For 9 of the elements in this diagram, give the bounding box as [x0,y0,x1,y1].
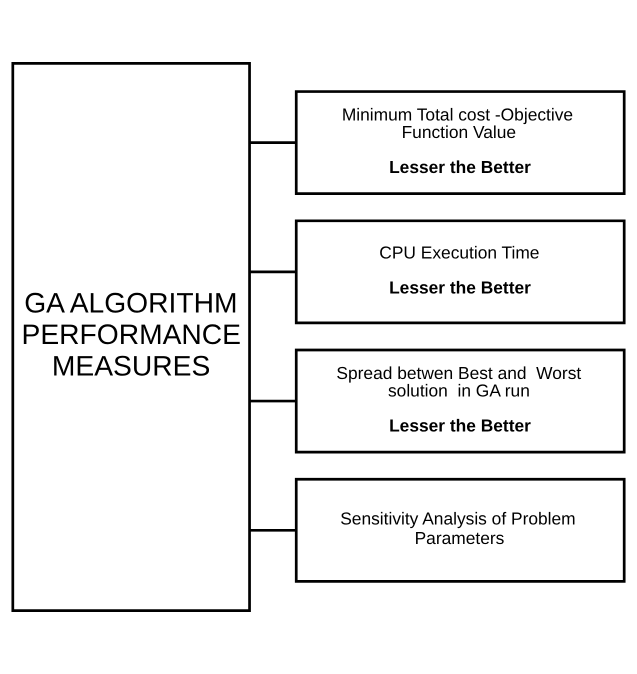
connector [250,528,296,532]
connector [250,141,296,144]
connector [250,270,296,274]
node-box: Sensitivity Analysis of Problem Parameters [294,478,626,583]
connector [250,400,296,402]
node-box: Spread betwen Best and Worst solution in GA run Lesser the Better [294,348,626,454]
node-box: Minimum Total cost -Objective Function Value Lesser the Better [294,90,626,196]
node-box: CPU Execution Time Lesser the Better [294,219,626,324]
node-box: GA ALGORITHM PERFORMANCE MEASURES [11,62,251,612]
